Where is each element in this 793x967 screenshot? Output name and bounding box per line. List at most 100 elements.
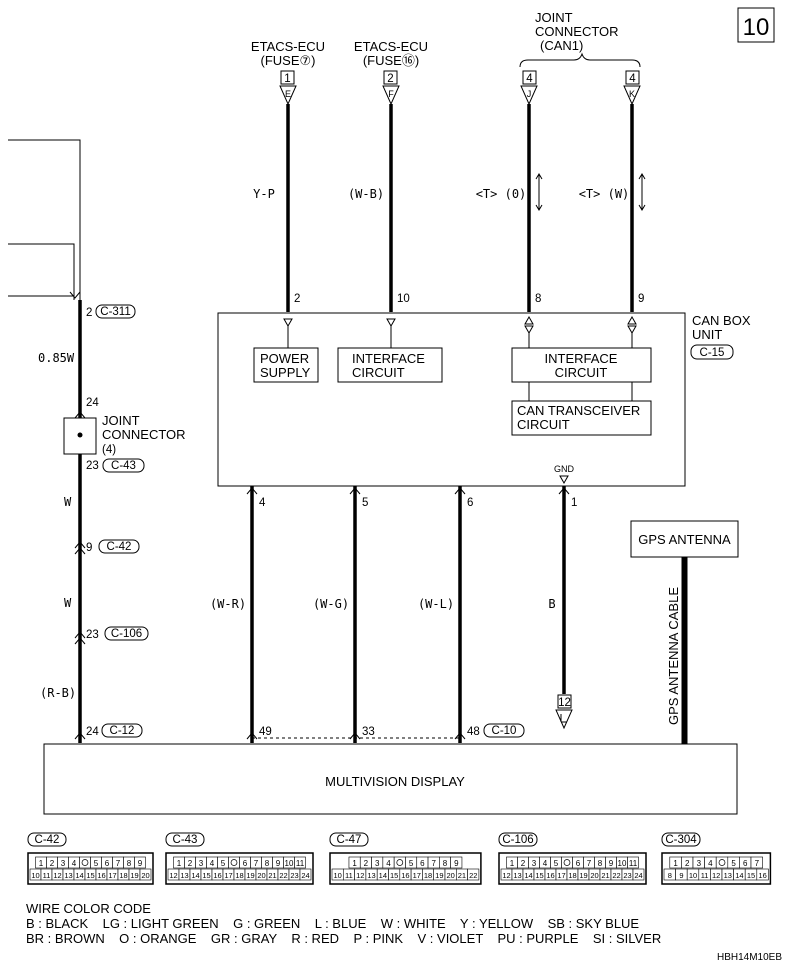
pin-number: 23 [86, 460, 99, 472]
transceiver-line2: CIRCUIT [517, 417, 570, 432]
bidirectional-arrow-icon [535, 173, 543, 211]
wire-color-label: (W-R) [210, 597, 246, 611]
pin-cell: 21 [458, 871, 466, 880]
document-code: HBH14M10EB [717, 952, 782, 963]
pin-arrow-icon [524, 325, 534, 335]
fork-mark-icon [454, 732, 466, 740]
pin-number: 5 [362, 497, 368, 509]
pin-cell: 5 [221, 859, 226, 868]
joint-connector-4 [63, 417, 97, 455]
pin-cell: 1 [510, 859, 515, 868]
wire-color-label: (W-B) [348, 187, 384, 201]
pin-cell: 3 [199, 859, 204, 868]
joint-connector-can1: JOINT CONNECTOR (CAN1) [519, 10, 641, 68]
pin-cell: 16 [97, 871, 105, 880]
pin-cell: 2 [364, 859, 369, 868]
pin-number: 49 [259, 726, 272, 738]
brace-icon [519, 52, 641, 68]
source-title: ETACS-ECU [251, 39, 325, 54]
power-supply-line1: POWER [260, 351, 309, 366]
pin-cell: 14 [75, 871, 83, 880]
pin-cell: 10 [31, 871, 39, 880]
pin-cell: 8 [265, 859, 270, 868]
connector-face-name: C-106 [502, 834, 533, 846]
canbox-label-line2: UNIT [692, 327, 722, 342]
display-conn: C-10 [492, 725, 517, 737]
pin-cell: 13 [180, 871, 188, 880]
pin-cell: 14 [524, 871, 532, 880]
pin-number: 2 [294, 293, 300, 305]
pin-cell: 8 [598, 859, 603, 868]
ground-num: 12 [558, 697, 571, 709]
pin-cell: 18 [568, 871, 576, 880]
pin-cell: 9 [609, 859, 614, 868]
pin-cell: 22 [612, 871, 620, 880]
connector-tag [101, 723, 143, 738]
source-can-k: 4 K [623, 70, 641, 106]
pin-number: 2 [86, 307, 92, 319]
pin-cell: 20 [446, 871, 454, 880]
pin-cell: 12 [53, 871, 61, 880]
jc4-line1: JOINT [102, 413, 140, 428]
pin-cell: 4 [708, 859, 713, 868]
pin-cell: 24 [634, 871, 642, 880]
pin-cell: 16 [401, 871, 409, 880]
pin-number: 24 [86, 726, 99, 738]
source-num: 4 [629, 73, 636, 85]
fork-mark-icon [74, 541, 86, 549]
pin-cell: 1 [352, 859, 357, 868]
pin-cell: 3 [697, 859, 702, 868]
legend-line2: BR : BROWN O : ORANGE GR : GRAY R : RED … [26, 931, 661, 946]
source-sub: (FUSE⑦) [261, 53, 316, 68]
interface-circuit-right-box [511, 347, 652, 383]
pin-cell: 2 [188, 859, 193, 868]
fork-mark-icon [349, 732, 361, 740]
fork-mark-icon [349, 487, 361, 495]
wire-color-label: W [64, 495, 72, 509]
pin-number: 4 [259, 497, 266, 509]
pin-number: 1 [571, 497, 577, 509]
pin-cell: 19 [435, 871, 443, 880]
pin-cell: 15 [747, 871, 755, 880]
pin-cell: 16 [758, 871, 766, 880]
jc4-line2: CONNECTOR [102, 427, 186, 442]
pin-cell: 6 [420, 859, 425, 868]
pin-cell: 20 [141, 871, 149, 880]
pin-cell: 15 [86, 871, 94, 880]
pin-cell: 2 [50, 859, 55, 868]
pin-cell: 1 [673, 859, 678, 868]
wire-color-label: (R-B) [40, 686, 76, 700]
pin-cell: 5 [554, 859, 559, 868]
pin-cell: 10 [333, 871, 341, 880]
source-num: 2 [387, 73, 393, 85]
pin-cell: 12 [356, 871, 364, 880]
fork-mark-icon [74, 637, 86, 645]
wire-color-label: Y-P [253, 187, 275, 201]
svg-text:C-12: C-12 [110, 725, 135, 737]
pin-arrow-icon [627, 315, 637, 325]
fork-mark-icon [454, 487, 466, 495]
pin-cell: 4 [543, 859, 548, 868]
wire-color-label: <T> (0) [476, 187, 527, 201]
pin-cell: 6 [243, 859, 248, 868]
connector-arrow-icon [520, 85, 538, 106]
pin-cell: 13 [367, 871, 375, 880]
key-icon [563, 859, 571, 866]
pin-cell: 14 [191, 871, 199, 880]
fork-mark-icon [246, 487, 258, 495]
pin-cell: 3 [61, 859, 66, 868]
svg-text:C-311: C-311 [100, 306, 130, 318]
pin-cell: 10 [285, 859, 294, 868]
source-can-j: 4 J [520, 70, 538, 106]
fork-mark-icon [69, 291, 81, 299]
pin-cell: 17 [108, 871, 116, 880]
pin-arrow-icon [386, 318, 396, 328]
fork-mark-icon [74, 631, 86, 639]
pin-number: 23 [86, 629, 99, 641]
pin-cell: 9 [138, 859, 143, 868]
ground-arrow-icon [555, 709, 573, 730]
pin-cell: 21 [268, 871, 276, 880]
